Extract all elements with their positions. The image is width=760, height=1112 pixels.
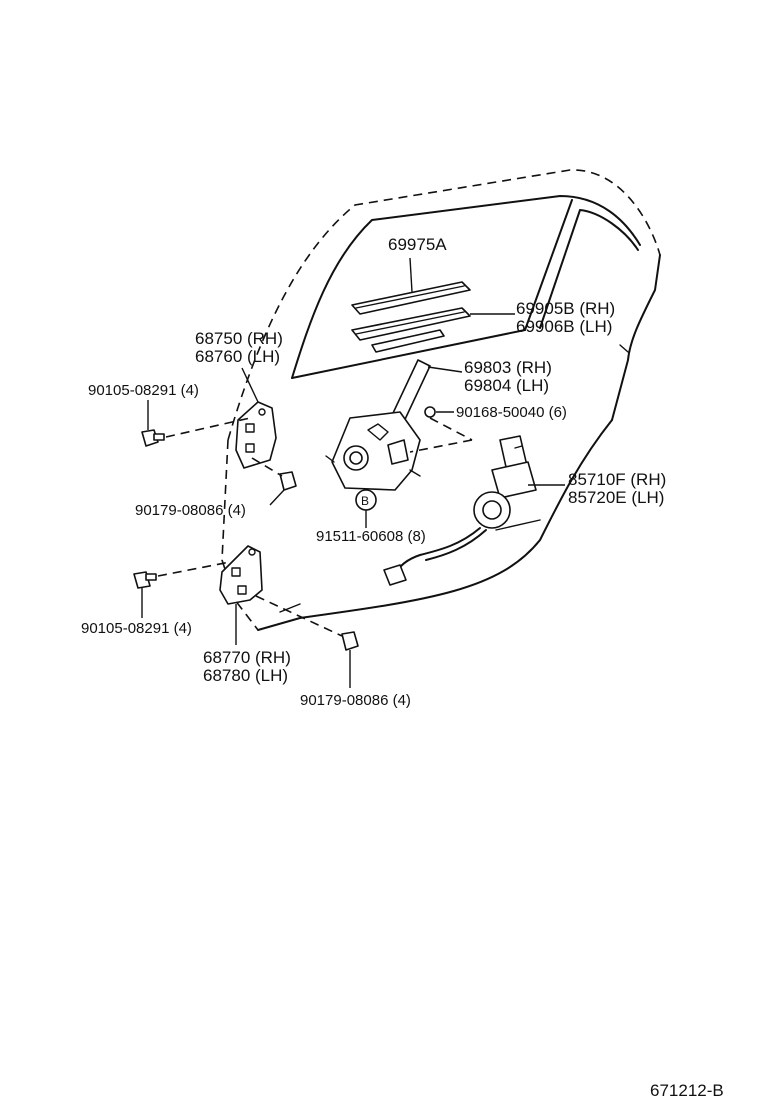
bolt-regulator-part: [424, 406, 436, 418]
label-lower-hinge-rh: 68770 (RH): [203, 648, 291, 667]
nut-lower-part: [341, 631, 359, 651]
label-lower-hinge-lh: 68780 (LH): [203, 666, 288, 685]
window-regulator-part: [325, 359, 431, 491]
glass-channel-part: [351, 281, 471, 315]
lower-hinge-part: [219, 545, 263, 605]
figure-id: 671212-B: [650, 1081, 724, 1100]
dash-bolt-regulator-a: [429, 417, 473, 441]
nut-upper-part: [279, 471, 297, 491]
label-run-channel-lh: 69906B (LH): [516, 317, 612, 336]
label-motor-lh: 85720E (LH): [568, 488, 664, 507]
label-bolt-regulator: 90168-50040 (6): [456, 404, 567, 421]
dash-nut-lower: [255, 595, 343, 637]
dash-bolt-lower: [157, 561, 231, 577]
label-regulator-lh: 69804 (LH): [464, 376, 549, 395]
label-nut-lower: 90179-08086 (4): [300, 692, 411, 709]
label-regulator-rh: 69803 (RH): [464, 358, 552, 377]
leader-upper-hinge: [241, 367, 259, 403]
label-marker-b: B: [361, 494, 369, 508]
label-upper-hinge-lh: 68760 (LH): [195, 347, 280, 366]
label-bolt-lower: 90105-08291 (4): [81, 620, 192, 637]
leader-nut-upper: [269, 489, 285, 506]
dash-bolt-regulator-b: [409, 439, 473, 453]
dash-nut-upper: [251, 457, 283, 477]
label-rivet: 91511-60608 (8): [316, 528, 426, 545]
label-bolt-upper: 90105-08291 (4): [88, 382, 199, 399]
bolt-lower-part: [133, 571, 157, 589]
door-outline: [221, 169, 661, 631]
label-nut-upper: 90179-08086 (4): [135, 502, 246, 519]
upper-hinge-part: [235, 401, 277, 469]
label-upper-hinge-rh: 68750 (RH): [195, 329, 283, 348]
label-glass-channel: 69975A: [388, 235, 447, 254]
window-motor-part: [383, 435, 541, 586]
label-motor-rh: 85710F (RH): [568, 470, 666, 489]
label-run-channel-rh: 69905B (RH): [516, 299, 615, 318]
leader-glass-channel: [409, 257, 413, 293]
run-channel-part: [351, 307, 471, 353]
bolt-upper-part: [141, 429, 165, 447]
leader-regulator: [427, 366, 463, 373]
